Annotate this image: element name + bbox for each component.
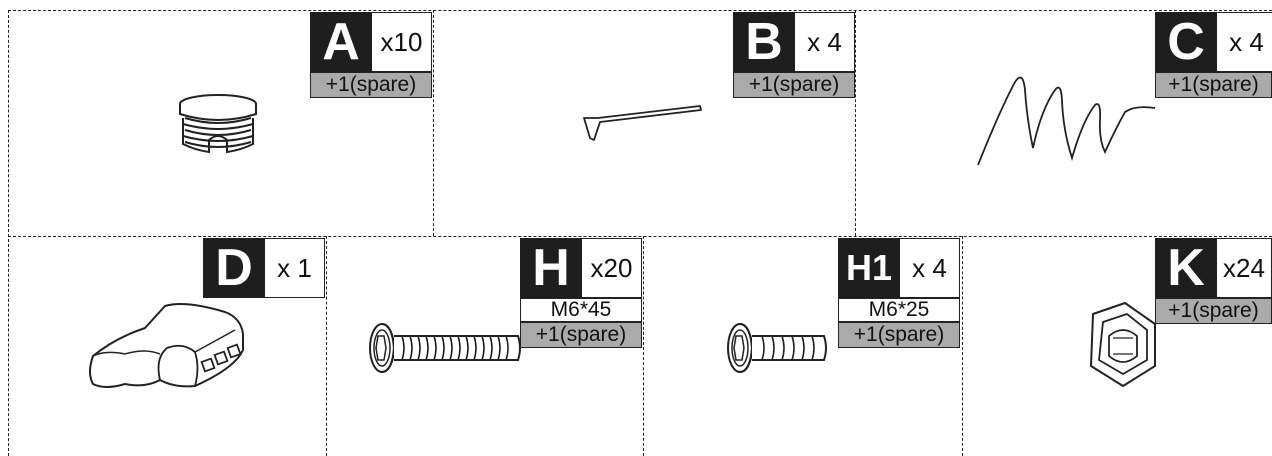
part-b-tag: B x 4 +1(spare) bbox=[733, 12, 855, 98]
short-bolt-icon bbox=[727, 323, 827, 373]
connector-block-icon bbox=[89, 303, 244, 388]
part-h1-spare: +1(spare) bbox=[838, 322, 960, 348]
part-a-spare: +1(spare) bbox=[310, 72, 432, 98]
part-h-quantity: x20 bbox=[582, 238, 642, 298]
grid-line-top bbox=[8, 10, 1272, 11]
part-b-quantity: x 4 bbox=[795, 12, 855, 72]
hex-nut-icon bbox=[1090, 302, 1156, 387]
part-h-spare: +1(spare) bbox=[520, 322, 642, 348]
part-h1-quantity: x 4 bbox=[900, 238, 960, 298]
part-d-letter: D bbox=[203, 238, 265, 298]
part-h1-tag: H1 x 4 M6*25 +1(spare) bbox=[838, 238, 960, 348]
part-h-letter: H bbox=[520, 238, 582, 298]
part-b-letter: B bbox=[733, 12, 795, 72]
part-k-tag: K x24 +1(spare) bbox=[1155, 238, 1272, 324]
part-h-tag: H x20 M6*45 +1(spare) bbox=[520, 238, 642, 348]
allen-key-icon bbox=[583, 105, 702, 141]
part-a-quantity: x10 bbox=[372, 12, 432, 72]
part-a-letter: A bbox=[310, 12, 372, 72]
grid-line-d-h bbox=[326, 236, 327, 456]
part-d-tag: D x 1 bbox=[203, 238, 325, 298]
part-c-spare: +1(spare) bbox=[1155, 72, 1272, 98]
part-k-quantity: x24 bbox=[1217, 238, 1272, 298]
part-a-tag: A x10 +1(spare) bbox=[310, 12, 432, 98]
grid-line-h-h1 bbox=[643, 236, 644, 456]
part-h1-letter: H1 bbox=[838, 238, 900, 298]
part-c-quantity: x 4 bbox=[1217, 12, 1272, 72]
part-h1-spec: M6*25 bbox=[838, 298, 960, 322]
part-k-spare: +1(spare) bbox=[1155, 298, 1272, 324]
part-k-letter: K bbox=[1155, 238, 1217, 298]
part-c-letter: C bbox=[1155, 12, 1217, 72]
part-d-quantity: x 1 bbox=[265, 238, 325, 298]
end-cap-icon bbox=[179, 94, 257, 154]
grid-line-h1-k bbox=[962, 236, 963, 456]
grid-line-middle bbox=[8, 236, 1272, 237]
grid-line-b-c bbox=[855, 10, 856, 236]
part-c-tag: C x 4 +1(spare) bbox=[1155, 12, 1272, 98]
part-h-spec: M6*45 bbox=[520, 298, 642, 322]
long-bolt-icon bbox=[369, 323, 521, 373]
grid-line-left bbox=[8, 10, 9, 456]
grid-line-a-b bbox=[433, 10, 434, 236]
part-b-spare: +1(spare) bbox=[733, 72, 855, 98]
spring-icon bbox=[977, 76, 1156, 166]
